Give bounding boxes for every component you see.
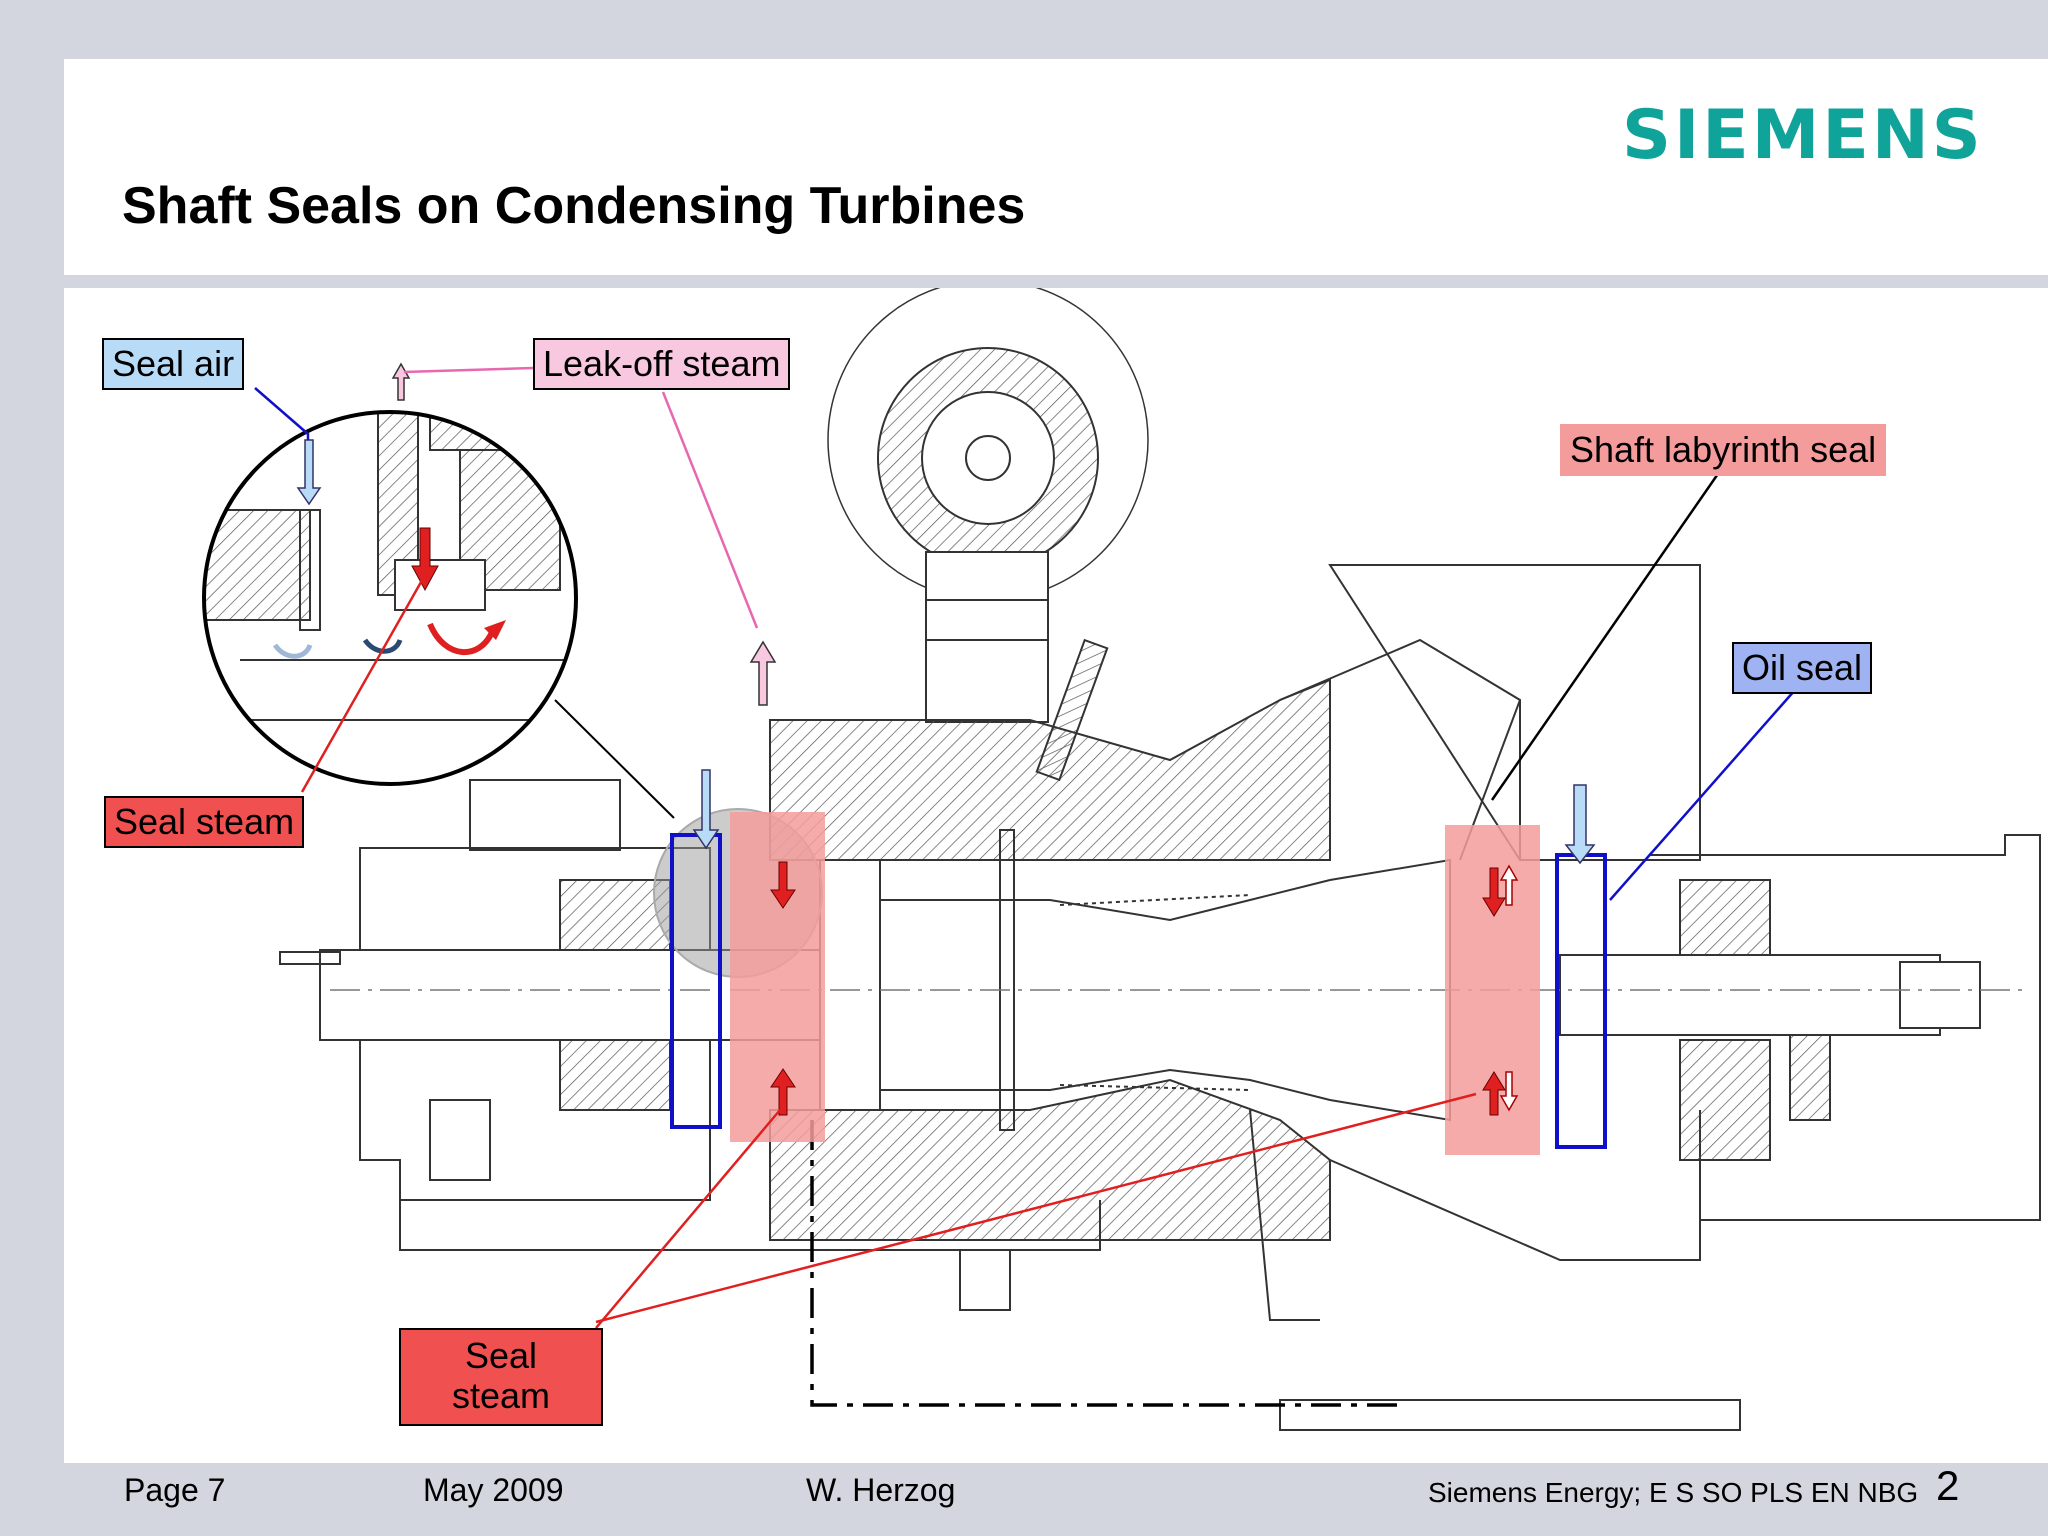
footer-author: W. Herzog xyxy=(806,1472,956,1508)
detail-magnifier xyxy=(202,362,578,786)
footer-page: Page 7 xyxy=(124,1472,226,1508)
seal-steam-label-left: Seal steam xyxy=(104,796,305,848)
seal-steam-region-left xyxy=(730,812,825,1142)
leak-off-steam-label: Leak-off steam xyxy=(533,338,791,390)
seal-air-arrows xyxy=(692,769,1596,865)
diagram-area xyxy=(64,288,2048,1463)
seal-air-label: Seal air xyxy=(102,338,245,390)
footer-date: May 2009 xyxy=(423,1472,564,1508)
leak-off-steam-arrow xyxy=(749,640,777,706)
seal-steam-label-bottom: Seal steam xyxy=(399,1328,603,1426)
siemens-logo: SIEMENS xyxy=(1622,96,1984,175)
slide-title: Shaft Seals on Condensing Turbines xyxy=(122,177,1026,235)
footer-organization: Siemens Energy; E S SO PLS EN NBG xyxy=(1428,1477,1919,1508)
turbine-section-drawing xyxy=(202,288,2041,1431)
footer-slide-number: 2 xyxy=(1936,1462,1960,1509)
zoom-leader-line xyxy=(554,699,675,819)
slide-header xyxy=(64,59,2048,275)
rotor-shaft xyxy=(279,829,2030,1407)
shaft-labyrinth-seal-label: Shaft labyrinth seal xyxy=(1560,424,1887,476)
seal-steam-label-bottom-line1: Seal xyxy=(464,1335,538,1376)
oil-seal-box-left xyxy=(670,833,722,1129)
seal-steam-arrows xyxy=(770,861,1519,1116)
callout-leaders xyxy=(254,366,1796,1329)
oil-seal-label: Oil seal xyxy=(1732,642,1873,694)
seal-steam-label-bottom-line2: steam xyxy=(451,1375,551,1416)
